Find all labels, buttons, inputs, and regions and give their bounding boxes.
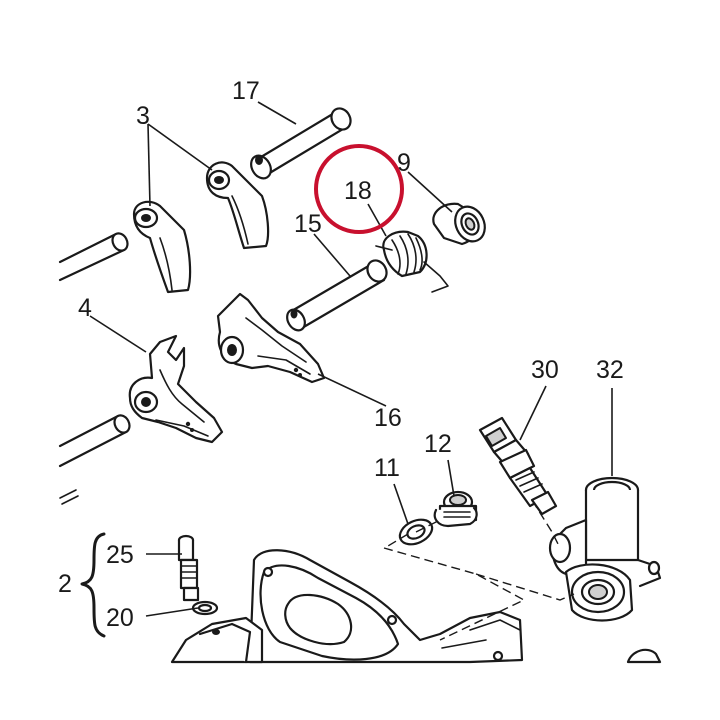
part-18-spring[interactable] (375, 230, 449, 293)
part-20-washer[interactable] (191, 600, 219, 616)
shaft-left-lower (58, 414, 131, 468)
group-2-brace (80, 532, 106, 638)
part-3-fork-lower[interactable] (132, 200, 192, 294)
callout-2[interactable]: 2 (58, 570, 72, 598)
part-15-shaft[interactable] (284, 257, 391, 334)
callout-16[interactable]: 16 (374, 404, 402, 432)
callout-9[interactable]: 9 (397, 149, 411, 177)
part-16-fork[interactable] (216, 292, 326, 384)
callout-11[interactable]: 11 (374, 454, 400, 482)
callout-15[interactable]: 15 (294, 210, 322, 238)
leader-lines (89, 101, 613, 617)
part-12-plug[interactable] (433, 490, 478, 528)
part-25-stud[interactable] (177, 534, 200, 602)
callout-12[interactable]: 12 (424, 430, 452, 458)
callout-4[interactable]: 4 (78, 294, 92, 322)
assembly-lines (383, 499, 575, 641)
part-17-shaft[interactable] (247, 105, 354, 182)
highlight-circle (314, 144, 404, 234)
callout-20[interactable]: 20 (106, 604, 134, 632)
callout-32[interactable]: 32 (596, 356, 624, 384)
shaft-left-upper (58, 232, 129, 282)
callout-18[interactable]: 18 (344, 177, 372, 205)
fragment-left (59, 489, 79, 505)
callout-3[interactable]: 3 (136, 102, 150, 130)
part-9-bushing[interactable] (432, 202, 490, 246)
part-30-sensor[interactable] (478, 416, 558, 516)
part-3-fork-upper[interactable] (205, 161, 270, 250)
callout-17[interactable]: 17 (232, 77, 260, 105)
part-32-fitting[interactable] (548, 476, 662, 622)
part-4-fork[interactable] (128, 334, 224, 444)
callout-30[interactable]: 30 (531, 356, 559, 384)
callout-25[interactable]: 25 (106, 541, 134, 569)
